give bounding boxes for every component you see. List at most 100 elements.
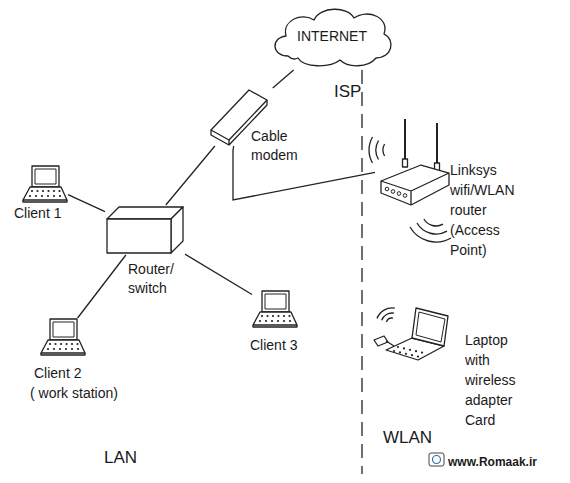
laptop-key — [417, 356, 419, 358]
laptop-display — [416, 312, 445, 342]
wifi-waves — [369, 137, 451, 242]
laptop-key — [47, 195, 49, 197]
laptop-key — [266, 315, 268, 317]
cable-modem: Cable modem — [205, 88, 273, 146]
laptop-key — [399, 351, 401, 353]
laptop-key — [283, 320, 285, 322]
laptop-key — [277, 315, 279, 317]
laptop-key — [409, 349, 411, 351]
laptop-key — [36, 190, 38, 192]
laptop-key — [265, 320, 267, 322]
laptop-screen — [262, 291, 289, 312]
laptop-edge — [253, 325, 297, 327]
status-led — [391, 190, 395, 194]
laptop-key — [405, 353, 407, 355]
laptop-edge — [41, 353, 85, 355]
network-cable — [273, 70, 294, 88]
laptop-screen — [50, 319, 77, 340]
laptop-edge — [23, 200, 67, 202]
laptop-screen — [32, 166, 59, 187]
zone-label: WLAN — [383, 428, 432, 448]
zone-label: LAN — [104, 448, 137, 468]
node-label: Linksys wifi/WLAN router (Access Point) — [450, 160, 522, 260]
node-label: Router/ switch — [128, 260, 183, 298]
zone-label: ISP — [334, 82, 361, 102]
watermark-icon — [429, 453, 444, 466]
wifi-wave — [377, 308, 395, 319]
laptop-base — [23, 187, 67, 200]
icon-frame — [429, 453, 444, 466]
client-laptop: Client 3 — [252, 290, 300, 328]
laptop-display — [53, 322, 74, 337]
box-front — [107, 219, 171, 253]
wifi-wave — [417, 223, 447, 234]
laptop-key — [53, 195, 55, 197]
wifi-wave — [376, 141, 379, 160]
client-laptop: Client 1 — [22, 165, 68, 203]
laptop-base — [253, 312, 297, 325]
laptop-display — [265, 294, 286, 309]
laptop-screen — [412, 308, 448, 346]
wifi-wave — [410, 227, 451, 242]
laptop-key — [77, 348, 79, 350]
laptop-key — [71, 343, 73, 345]
router-switch: Router/ switch — [105, 205, 185, 255]
node-label: Client 2 — [34, 364, 154, 383]
laptop-key — [53, 190, 55, 192]
node-label: ( work station) — [30, 384, 160, 403]
wireless-laptop: Laptop with wireless adapter Card — [372, 298, 452, 364]
laptop-key — [411, 354, 413, 356]
wifi-wave — [386, 318, 393, 322]
laptop-base — [41, 340, 85, 353]
node-label: Laptop with wireless adapter Card — [465, 330, 527, 430]
node-label: Client 1 — [14, 204, 94, 223]
watermark: www.Romaak.ir — [448, 455, 537, 469]
client-laptop: Client 2( work station) — [40, 318, 86, 356]
laptop-key — [41, 195, 43, 197]
shape-outline — [252, 290, 300, 328]
laptop-key — [271, 320, 273, 322]
shape-outline — [40, 318, 86, 356]
box-side — [171, 207, 183, 253]
shape-outline — [22, 165, 68, 203]
antenna-base — [403, 159, 408, 167]
wifi-wave — [424, 219, 443, 226]
status-led — [403, 194, 407, 198]
node-label: INTERNET — [268, 27, 396, 46]
network-cable — [68, 195, 105, 212]
node-label: Client 3 — [250, 336, 330, 355]
laptop-key — [261, 315, 263, 317]
laptop-key — [76, 343, 78, 345]
laptop-key — [421, 352, 423, 354]
laptop-key — [29, 195, 31, 197]
network-cable — [166, 146, 215, 205]
wifi-wave — [383, 144, 385, 156]
laptop-key — [65, 348, 67, 350]
node-label: Cable modem — [251, 127, 306, 165]
laptop-key — [58, 190, 60, 192]
adapter-card — [374, 336, 388, 346]
laptop-key — [31, 190, 33, 192]
wifi-router: Linksys wifi/WLAN router (Access Point) — [375, 115, 450, 215]
laptop-key — [403, 347, 405, 349]
wifi-wave — [369, 137, 372, 163]
shape-outline — [105, 205, 185, 255]
laptop-key — [60, 343, 62, 345]
zone-divider — [361, 70, 362, 474]
laptop-key — [397, 346, 399, 348]
laptop-key — [47, 190, 49, 192]
laptop-key — [59, 348, 61, 350]
laptop-key — [415, 350, 417, 352]
network-cable — [233, 146, 375, 200]
status-led — [385, 187, 389, 191]
laptop-key — [289, 320, 291, 322]
laptop-key — [71, 348, 73, 350]
laptop-key — [59, 195, 61, 197]
router-edge — [381, 173, 449, 205]
laptop-key — [47, 348, 49, 350]
internet-cloud: INTERNET — [268, 4, 396, 70]
router-body — [381, 165, 449, 205]
